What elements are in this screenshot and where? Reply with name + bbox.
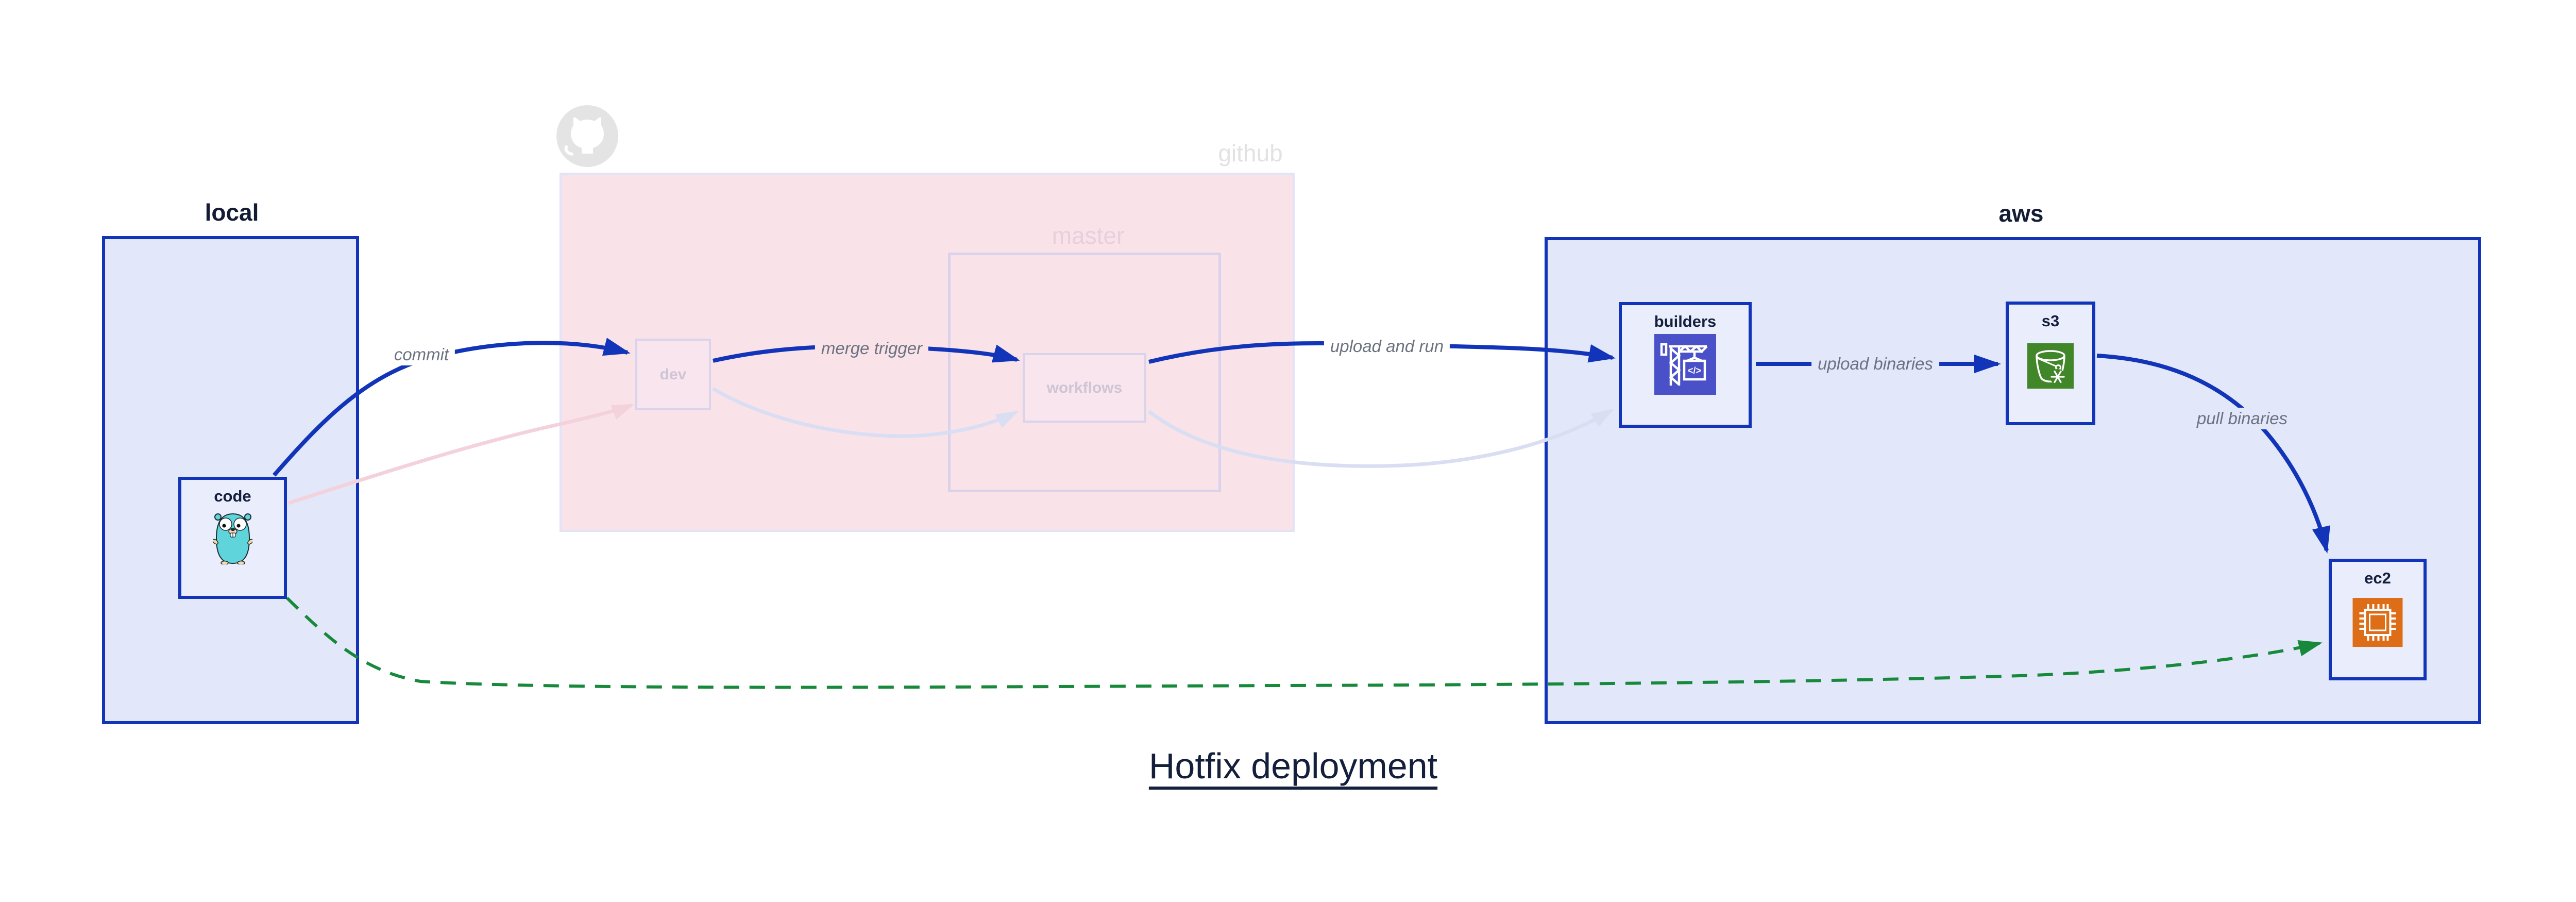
go-gopher-icon bbox=[213, 513, 252, 564]
edge-label-upload-and-run: upload and run bbox=[1324, 336, 1450, 357]
node-builders: builders </> bbox=[1619, 302, 1752, 428]
node-dev-label: dev bbox=[659, 365, 687, 383]
node-s3-label: s3 bbox=[2041, 312, 2060, 330]
ec2-chip-icon bbox=[2352, 598, 2403, 647]
s3-bucket-snowflake-icon bbox=[2027, 343, 2074, 389]
diagram-title: Hotfix deployment bbox=[1148, 746, 1438, 786]
node-dev: dev bbox=[635, 339, 711, 410]
local-label: local bbox=[205, 199, 259, 226]
edge-label-commit: commit bbox=[387, 344, 455, 365]
aws-label: aws bbox=[1998, 200, 2044, 227]
master-label: master bbox=[1052, 222, 1125, 249]
master-branch-container bbox=[948, 253, 1221, 492]
node-ec2: ec2 bbox=[2329, 559, 2427, 680]
edge-label-merge-trigger: merge trigger bbox=[815, 338, 929, 359]
codebuild-code-glyph: </> bbox=[1688, 365, 1701, 376]
github-octocat-icon bbox=[556, 105, 618, 167]
codebuild-crane-icon: </> bbox=[1654, 334, 1716, 395]
node-workflows-label: workflows bbox=[1046, 379, 1123, 396]
node-workflows: workflows bbox=[1023, 353, 1146, 423]
github-label: github bbox=[1218, 140, 1283, 166]
edge-label-pull-binaries: pull binaries bbox=[2190, 408, 2294, 429]
node-builders-label: builders bbox=[1654, 312, 1717, 330]
node-ec2-label: ec2 bbox=[2364, 569, 2391, 587]
edge-label-upload-binaries: upload binaries bbox=[1811, 353, 1939, 375]
node-code: code bbox=[178, 477, 287, 599]
node-s3: s3 bbox=[2006, 302, 2095, 425]
node-code-label: code bbox=[214, 487, 251, 505]
